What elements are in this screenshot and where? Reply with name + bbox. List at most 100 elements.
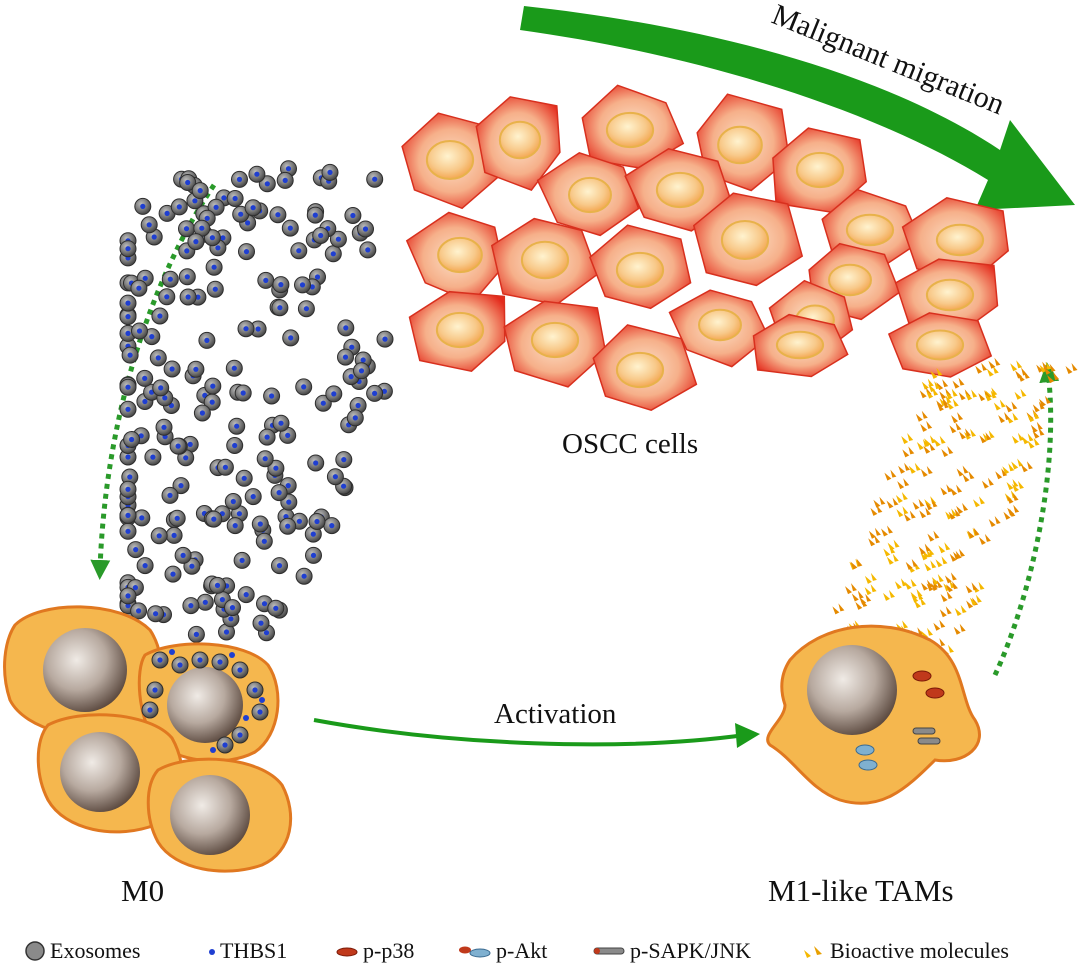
thbs1-dot xyxy=(193,366,199,372)
thbs1-dot xyxy=(212,286,218,292)
thbs1-dot xyxy=(125,454,131,460)
thbs1-dot xyxy=(199,225,205,231)
thbs1-dot xyxy=(286,499,292,505)
bioactive-molecule xyxy=(938,542,951,554)
m0-cell-4 xyxy=(146,757,293,873)
bioactive-molecule xyxy=(919,507,932,519)
bioactive-molecule xyxy=(1027,437,1040,449)
bioactive-molecule xyxy=(945,508,958,520)
bioactive-molecule xyxy=(881,525,893,537)
thbs1-dot xyxy=(157,313,163,319)
thbs1-dot xyxy=(341,457,347,463)
bioactive-molecule xyxy=(883,589,895,601)
thbs1-dot xyxy=(355,402,361,409)
legend-label-jnk: p-SAPK/JNK xyxy=(630,937,752,963)
legend-item-p38: p-p38 xyxy=(335,936,414,965)
thbs1-dot xyxy=(342,354,349,360)
thbs1-dot xyxy=(245,220,251,226)
oscc-cell-nucleus xyxy=(717,125,763,165)
malignant-migration-arrow xyxy=(520,6,1075,210)
bioactive-molecule xyxy=(905,558,918,570)
bioactive-molecule xyxy=(920,466,933,477)
bioactive-molecule xyxy=(952,377,965,389)
m0-cell-1 xyxy=(3,605,164,738)
bioactive-molecule xyxy=(915,410,928,422)
thbs1-dot xyxy=(175,443,181,449)
thbs1-dot-icon xyxy=(209,948,215,955)
thbs1-dot xyxy=(125,246,131,252)
thbs1-dot xyxy=(171,532,177,539)
bioactive-molecule xyxy=(855,598,868,610)
bioactive-molecule xyxy=(1043,363,1056,375)
thbs1-dot xyxy=(219,597,225,603)
thbs1-dot xyxy=(221,195,227,201)
bioactive-molecule xyxy=(1003,508,1016,520)
legend-item-bioactive: Bioactive molecules xyxy=(800,936,1009,965)
bioactive-molecule xyxy=(931,574,944,585)
thbs1-dot xyxy=(313,460,319,466)
thbs1-dot xyxy=(229,652,235,658)
thbs1-dot xyxy=(278,420,284,426)
oscc-cell-nucleus xyxy=(568,176,612,214)
dotted-arrow-right xyxy=(992,362,1060,677)
thbs1-dot xyxy=(277,305,283,311)
thbs1-dot xyxy=(318,232,324,239)
thbs1-dot xyxy=(133,547,139,553)
bioactive-molecule xyxy=(924,435,936,447)
activation-label: Activation xyxy=(494,698,617,730)
thbs1-dot xyxy=(263,277,269,283)
bioactive-molecule xyxy=(973,496,985,508)
thbs1-dot xyxy=(252,687,258,693)
bioactive-molecule xyxy=(921,378,934,390)
bioactive-molecule xyxy=(1039,395,1051,407)
bioactive-molecule xyxy=(921,579,933,591)
bioactive-molecule xyxy=(939,388,952,400)
oscc-cell-nucleus xyxy=(437,236,483,274)
thbs1-dot xyxy=(243,715,249,721)
bioactive-molecule xyxy=(966,597,979,609)
bioactive-molecule xyxy=(944,572,957,584)
thbs1-dot xyxy=(127,474,133,480)
thbs1-dot xyxy=(329,523,335,529)
thbs1-dot xyxy=(331,391,337,397)
thbs1-dot xyxy=(187,441,193,447)
bioactive-molecule xyxy=(919,387,932,399)
bioactive-molecule xyxy=(908,561,920,573)
bioactive-molecule xyxy=(925,499,938,511)
bioactive-molecule xyxy=(896,506,909,518)
oscc-cells-cluster xyxy=(401,84,1009,412)
thbs1-dot xyxy=(278,282,284,288)
bioactive-molecule xyxy=(1005,401,1018,413)
bioactive-molecule xyxy=(895,492,908,503)
bioactive-molecule xyxy=(959,428,971,440)
thbs1-dot xyxy=(136,608,142,614)
thbs1-dot xyxy=(125,384,131,390)
thbs1-dot xyxy=(156,533,162,539)
bioactive-molecule xyxy=(935,556,948,568)
thbs1-dot xyxy=(204,215,210,221)
thbs1-dot xyxy=(264,181,270,187)
bioactive-molecule xyxy=(933,435,946,447)
bioactive-molecule xyxy=(918,543,931,555)
bioactive-molecule xyxy=(930,580,943,591)
bioactive-molecule xyxy=(868,535,881,547)
thbs1-dot xyxy=(254,171,260,177)
legend: Exosomes THBS1 p-p38 p-Akt p-SAPK/JNK Bi… xyxy=(0,936,1080,965)
thbs1-dot xyxy=(232,195,238,202)
bioactive-molecule xyxy=(969,594,982,606)
thbs1-dot xyxy=(341,483,347,489)
thbs1-dot xyxy=(261,538,267,544)
thbs1-dot xyxy=(209,235,215,241)
thbs1-dot xyxy=(273,465,279,471)
thbs1-dot xyxy=(199,410,205,416)
thbs1-dot xyxy=(125,406,131,412)
bioactive-molecule xyxy=(995,468,1008,480)
bioactive-molecule xyxy=(943,580,956,592)
bioactive-molecule xyxy=(979,432,992,444)
bioactive-molecule xyxy=(897,478,910,490)
oscc-cell-nucleus xyxy=(520,240,570,280)
bioactive-molecule xyxy=(1007,504,1020,516)
bioactive-molecule xyxy=(849,558,862,570)
bioactive-molecule xyxy=(988,357,1001,369)
